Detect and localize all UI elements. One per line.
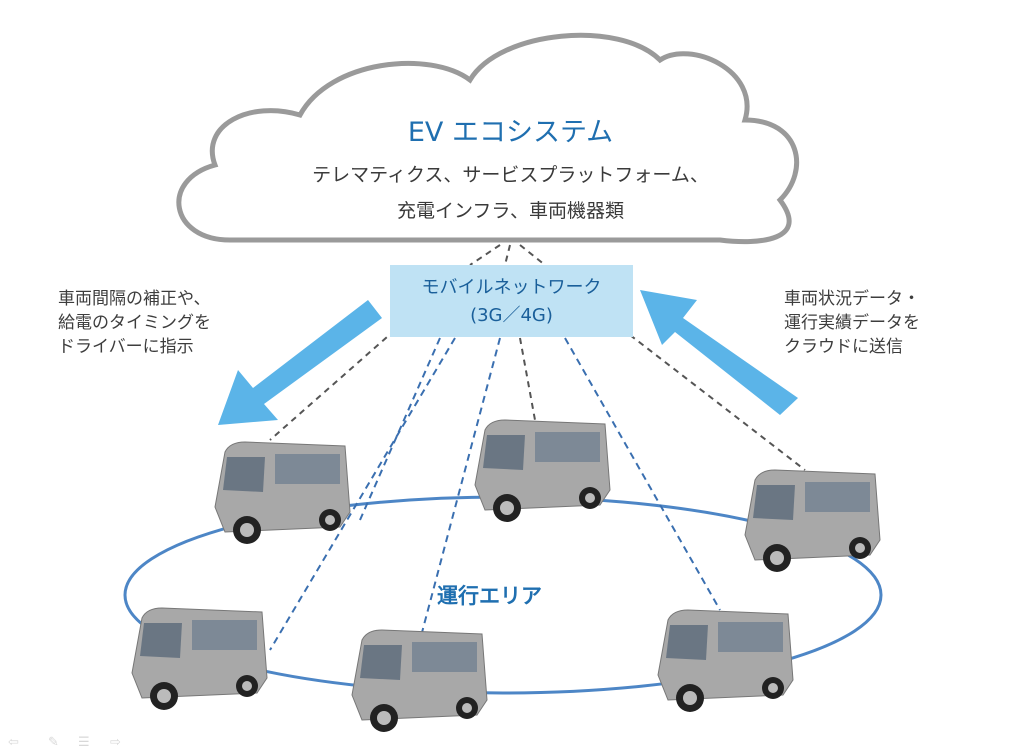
mobile-network-box: モバイルネットワーク (3G／4G) <box>390 265 633 337</box>
cloud-links <box>469 244 546 266</box>
left-note: 車両間隔の補正や、 給電のタイミングを ドライバーに指示 <box>58 287 211 359</box>
menu-icon[interactable]: ☰ <box>78 735 90 750</box>
right-note-line: 車両状況データ・ <box>784 289 920 309</box>
network-label: モバイルネットワーク <box>421 277 602 298</box>
vehicle-6 <box>657 609 794 712</box>
network-generation: (3G／4G) <box>470 305 553 326</box>
arrow-left-icon[interactable]: ⇦ <box>8 735 19 750</box>
right-note-line: 運行実績データを <box>784 313 920 333</box>
left-note-line: 車両間隔の補正や、 <box>58 289 211 309</box>
cloud-line-2: 充電インフラ、車両機器類 <box>396 200 625 222</box>
cloud-title: EV エコシステム <box>407 117 614 148</box>
vehicle-links-blue <box>269 337 721 651</box>
vehicle-4 <box>131 607 268 710</box>
cloud-line-1: テレマティクス、サービスプラットフォーム、 <box>312 164 709 186</box>
arrow-right-icon[interactable]: ⇨ <box>110 735 121 750</box>
cloud-shape <box>176 32 800 245</box>
vehicle-3 <box>744 469 881 572</box>
arrow-up-right <box>640 290 798 415</box>
right-note-line: クラウドに送信 <box>784 337 903 357</box>
vehicle-1 <box>214 441 351 544</box>
vehicle-2 <box>474 419 611 522</box>
right-note: 車両状況データ・ 運行実績データを クラウドに送信 <box>784 287 920 359</box>
pen-icon[interactable]: ✎ <box>48 735 59 750</box>
vehicle-links-gray <box>269 329 806 471</box>
left-note-line: ドライバーに指示 <box>58 337 194 357</box>
left-note-line: 給電のタイミングを <box>58 313 211 333</box>
vehicle-5 <box>351 629 488 732</box>
arrow-down-left <box>218 300 382 425</box>
operating-area-label: 運行エリア <box>437 584 542 608</box>
